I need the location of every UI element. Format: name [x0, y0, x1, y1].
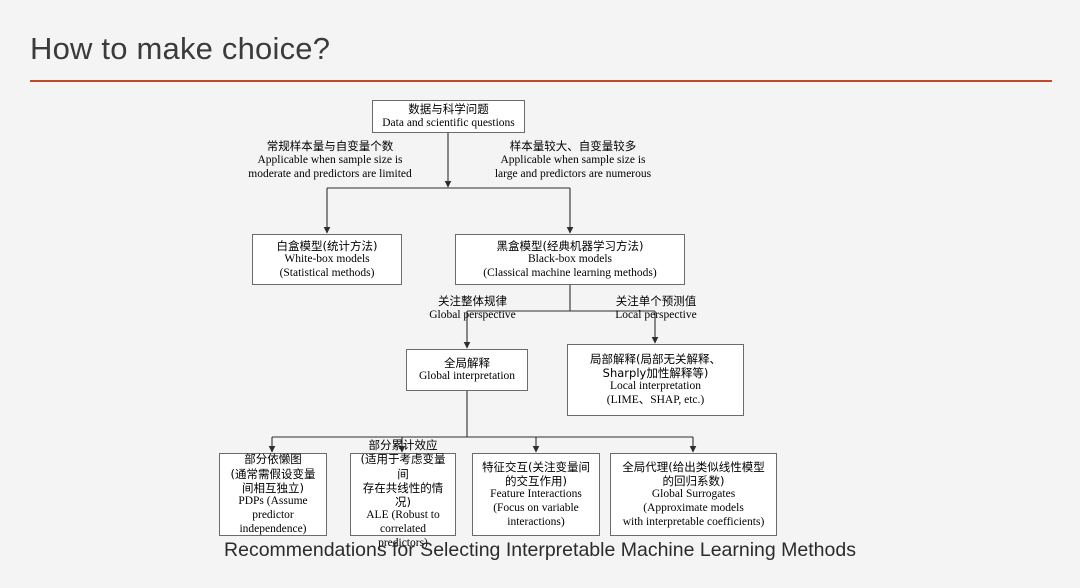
node-pdps-en2: independence): [239, 522, 307, 535]
node-local-interpretation-en2: (LIME、SHAP, etc.): [606, 394, 705, 407]
edge-label-global-perspective-en: Global perspective: [429, 308, 516, 321]
node-ale-cn1: 部分累计效应: [368, 438, 438, 453]
node-black-box-en1: Black-box models: [528, 252, 612, 265]
edge-label-left-cn: 常规样本量与自变量个数: [266, 139, 394, 153]
node-local-interpretation-cn1: 局部解释(局部无关解释、: [590, 351, 721, 366]
node-feature-interactions-cn1: 特征交互(关注变量间: [482, 459, 590, 474]
node-ale-en2: correlated predictors): [378, 523, 428, 550]
node-black-box-cn: 黑盒模型(经典机器学习方法): [496, 238, 644, 253]
node-black-box-models[interactable]: 黑盒模型(经典机器学习方法) Black-box models (Classic…: [455, 234, 685, 285]
node-global-surrogates[interactable]: 全局代理(给出类似线性模型 的回归系数) Global Surrogates (…: [610, 453, 777, 536]
node-root-en: Data and scientific questions: [382, 116, 515, 129]
node-local-interpretation[interactable]: 局部解释(局部无关解释、 Sharply加性解释等) Local interpr…: [567, 344, 744, 416]
node-global-surrogates-cn1: 全局代理(给出类似线性模型: [622, 459, 765, 474]
edge-label-left-en2: moderate and predictors are limited: [248, 167, 412, 180]
node-global-interpretation-en: Global interpretation: [418, 370, 516, 383]
node-feature-interactions-en1: Feature Interactions: [490, 488, 582, 501]
node-white-box-en1: White-box models: [284, 252, 370, 265]
node-root[interactable]: 数据与科学问题 Data and scientific questions: [372, 100, 525, 133]
node-global-surrogates-en2: (Approximate models: [643, 501, 744, 514]
node-global-interpretation[interactable]: 全局解释 Global interpretation: [406, 349, 528, 391]
node-pdps-cn3: 间相互独立): [242, 480, 304, 495]
node-global-surrogates-cn2: 的回归系数): [662, 473, 725, 488]
node-local-interpretation-cn2: Sharply加性解释等): [602, 366, 709, 381]
edge-label-global-perspective-cn: 关注整体规律: [438, 294, 507, 308]
node-ale-cn3: 存在共线性的情况): [362, 480, 444, 510]
node-ale-en1: ALE (Robust to: [366, 509, 440, 522]
node-white-box-cn: 白盒模型(统计方法): [276, 238, 378, 253]
node-pdps-cn1: 部分依懒图: [244, 452, 302, 467]
node-feature-interactions-en3: interactions): [507, 515, 565, 528]
node-root-cn: 数据与科学问题: [408, 102, 489, 117]
edge-label-right-en2: large and predictors are numerous: [494, 167, 652, 180]
node-white-box-models[interactable]: 白盒模型(统计方法) White-box models (Statistical…: [252, 234, 402, 285]
node-black-box-en2: (Classical machine learning methods): [483, 266, 657, 279]
edge-label-right-en1: Applicable when sample size is: [500, 153, 646, 166]
node-pdps[interactable]: 部分依懒图 (通常需假设变量 间相互独立) PDPs (Assume predi…: [219, 452, 327, 536]
node-global-surrogates-en1: Global Surrogates: [651, 488, 736, 501]
edge-label-local-perspective: 关注单个预测值 Local perspective: [576, 294, 736, 323]
node-pdps-cn2: (通常需假设变量: [230, 466, 316, 481]
figure-caption: Recommendations for Selecting Interpreta…: [224, 539, 856, 561]
page-title: How to make choice?: [30, 31, 331, 66]
node-pdps-en1: PDPs (Assume predictor: [238, 495, 308, 521]
node-feature-interactions-cn2: 的交互作用): [505, 473, 567, 488]
node-local-interpretation-en1: Local interpretation: [609, 380, 701, 393]
node-feature-interactions[interactable]: 特征交互(关注变量间 的交互作用) Feature Interactions (…: [472, 453, 600, 536]
edge-label-left-branch: 常规样本量与自变量个数 Applicable when sample size …: [205, 139, 455, 182]
node-feature-interactions-en2: (Focus on variable: [493, 501, 579, 514]
node-ale[interactable]: 部分累计效应 (适用于考虑变量间 存在共线性的情况) ALE (Robust t…: [350, 438, 456, 549]
edge-label-global-perspective: 关注整体规律 Global perspective: [380, 294, 565, 323]
edge-label-right-cn: 样本量较大、自变量较多: [509, 139, 637, 153]
edge-label-local-perspective-cn: 关注单个预测值: [615, 294, 697, 308]
edge-label-local-perspective-en: Local perspective: [615, 308, 697, 321]
node-global-surrogates-en3: with interpretable coefficients): [622, 515, 765, 528]
node-ale-cn2: (适用于考虑变量间: [360, 452, 446, 481]
title-underline-rule: [30, 80, 1052, 82]
edge-label-left-en1: Applicable when sample size is: [257, 153, 403, 166]
node-global-interpretation-cn: 全局解释: [444, 355, 490, 370]
flowchart-figure: 数据与科学问题 Data and scientific questions 常规…: [0, 86, 1080, 549]
node-white-box-en2: (Statistical methods): [279, 266, 375, 279]
flowchart-connectors: [268, 132, 697, 453]
edge-label-right-branch: 样本量较大、自变量较多 Applicable when sample size …: [448, 139, 698, 182]
